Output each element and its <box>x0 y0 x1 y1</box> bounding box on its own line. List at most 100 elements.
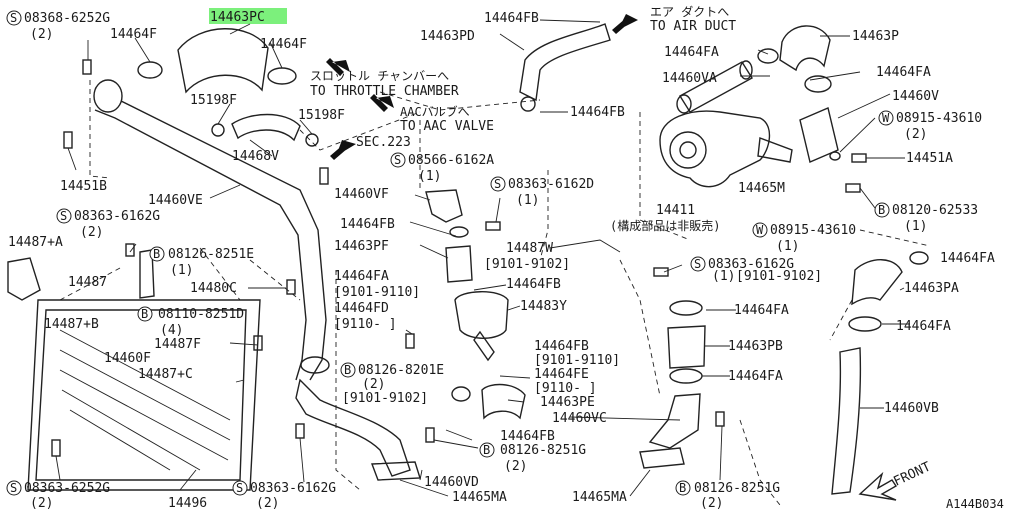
label-qty: (2) <box>256 496 279 511</box>
part-labels: 08368-6252G (2) 14463PC 14464F 14464F 14… <box>8 4 1004 511</box>
label-08126-8201E: 08126-8201E <box>358 363 444 378</box>
symbol-s: S <box>60 209 67 223</box>
label-not-sold: (構成部品は非販売) <box>610 218 720 233</box>
label-qty: (2) <box>362 377 385 392</box>
label-front: FRONT <box>891 459 933 489</box>
label-14487A: 14487+A <box>8 235 63 250</box>
symbol-w: W <box>882 111 890 125</box>
label-08368-6252G: 08368-6252G <box>24 11 110 26</box>
symbol-s: S <box>694 257 701 271</box>
arrow-to-air-duct <box>612 14 638 34</box>
symbol-s: S <box>394 153 401 167</box>
label-14464FA: 14464FA <box>896 319 951 334</box>
symbol-letters: S W S S S B B W S B B B B S S <box>10 11 890 495</box>
label-14464FB: 14464FB <box>570 105 625 120</box>
symbol-b: B <box>344 363 351 377</box>
label-qty: (2) <box>504 459 527 474</box>
part-shapes <box>7 23 929 495</box>
label-14463PE: 14463PE <box>540 395 595 410</box>
label-14464FB: 14464FB <box>484 11 539 26</box>
label-date-range: [9101-9110] <box>334 285 420 300</box>
label-14463PB: 14463PB <box>728 339 783 354</box>
label-14483Y: 14483Y <box>520 299 567 314</box>
label-14451B: 14451B <box>60 179 107 194</box>
label-throttle-jp: スロットル チャンバーへ <box>310 69 449 83</box>
label-08915-43610: 08915-43610 <box>770 223 856 238</box>
symbol-s: S <box>236 481 243 495</box>
label-14464FB: 14464FB <box>534 339 589 354</box>
label-qty: (1) <box>418 169 441 184</box>
label-08126-8251G: 08126-8251G <box>694 481 780 496</box>
label-14463PF: 14463PF <box>334 239 389 254</box>
label-qty: (1) <box>170 263 193 278</box>
label-14468V: 14468V <box>232 149 279 164</box>
label-14464F: 14464F <box>260 37 307 52</box>
label-14451A: 14451A <box>906 151 953 166</box>
label-14496: 14496 <box>168 496 207 511</box>
label-qty: (2) <box>904 127 927 142</box>
label-14460VA: 14460VA <box>662 71 717 86</box>
label-08363-6162D: 08363-6162D <box>508 177 594 192</box>
symbol-circles <box>6 10 894 496</box>
label-14487F: 14487F <box>154 337 201 352</box>
label-qty: (4) <box>160 323 183 338</box>
label-14460F: 14460F <box>104 351 151 366</box>
label-qty: (1) <box>712 269 735 284</box>
symbol-s: S <box>10 481 17 495</box>
label-14465MA: 14465MA <box>572 490 627 505</box>
label-14464FA: 14464FA <box>728 369 783 384</box>
label-14487B: 14487+B <box>44 317 99 332</box>
label-14464F: 14464F <box>110 27 157 42</box>
label-15198F: 15198F <box>190 93 237 108</box>
symbol-b: B <box>153 247 160 261</box>
label-08363-6162G: 08363-6162G <box>250 481 336 496</box>
label-date-range: [9101-9102] <box>342 391 428 406</box>
label-14463PA: 14463PA <box>904 281 959 296</box>
label-qty: (1) <box>776 239 799 254</box>
label-14487W: 14487W <box>506 241 553 256</box>
label-14480C: 14480C <box>190 281 237 296</box>
label-14465MA: 14465MA <box>452 490 507 505</box>
label-date-range: [9101-9110] <box>534 353 620 368</box>
label-14411: 14411 <box>656 203 695 218</box>
label-08363-6252G: 08363-6252G <box>24 481 110 496</box>
label-14464FA: 14464FA <box>940 251 995 266</box>
symbol-b: B <box>141 307 148 321</box>
front-arrow-icon <box>858 471 897 501</box>
label-15198F: 15198F <box>298 108 345 123</box>
arrow-to-throttle <box>326 58 350 76</box>
label-14460VD: 14460VD <box>424 475 479 490</box>
diagram-code: A144B034 <box>946 497 1004 511</box>
label-14464FB: 14464FB <box>500 429 555 444</box>
symbol-b: B <box>878 203 885 217</box>
label-14463P: 14463P <box>852 29 899 44</box>
label-qty: (2) <box>30 496 53 511</box>
label-14464FE: 14464FE <box>534 367 589 382</box>
symbol-s: S <box>494 177 501 191</box>
label-date-range: [9101-9102] <box>736 269 822 284</box>
label-14464FD: 14464FD <box>334 301 389 316</box>
label-08363-6162G: 08363-6162G <box>708 257 794 272</box>
label-sec-223: SEC.223 <box>356 135 411 150</box>
label-qty: (1) <box>904 219 927 234</box>
label-08363-6162G: 08363-6162G <box>74 209 160 224</box>
symbol-w: W <box>756 223 764 237</box>
label-08126-8251G: 08126-8251G <box>500 443 586 458</box>
label-14464FA: 14464FA <box>334 269 389 284</box>
label-14465M: 14465M <box>738 181 785 196</box>
symbol-s: S <box>10 11 17 25</box>
label-14464FA: 14464FA <box>734 303 789 318</box>
label-14460V: 14460V <box>892 89 939 104</box>
label-08915-43610: 08915-43610 <box>896 111 982 126</box>
label-to-air-duct: TO AIR DUCT <box>650 19 736 34</box>
symbol-b: B <box>679 481 686 495</box>
arrow-to-sec <box>330 140 356 160</box>
label-14460VC: 14460VC <box>552 411 607 426</box>
arrow-to-aac <box>370 94 394 112</box>
label-14464FB: 14464FB <box>340 217 395 232</box>
label-to-throttle-chamber: TO THROTTLE CHAMBER <box>310 84 459 99</box>
leader-lines <box>55 19 931 506</box>
label-08126-8251E: 08126-8251E <box>168 247 254 262</box>
label-08120-62533: 08120-62533 <box>892 203 978 218</box>
